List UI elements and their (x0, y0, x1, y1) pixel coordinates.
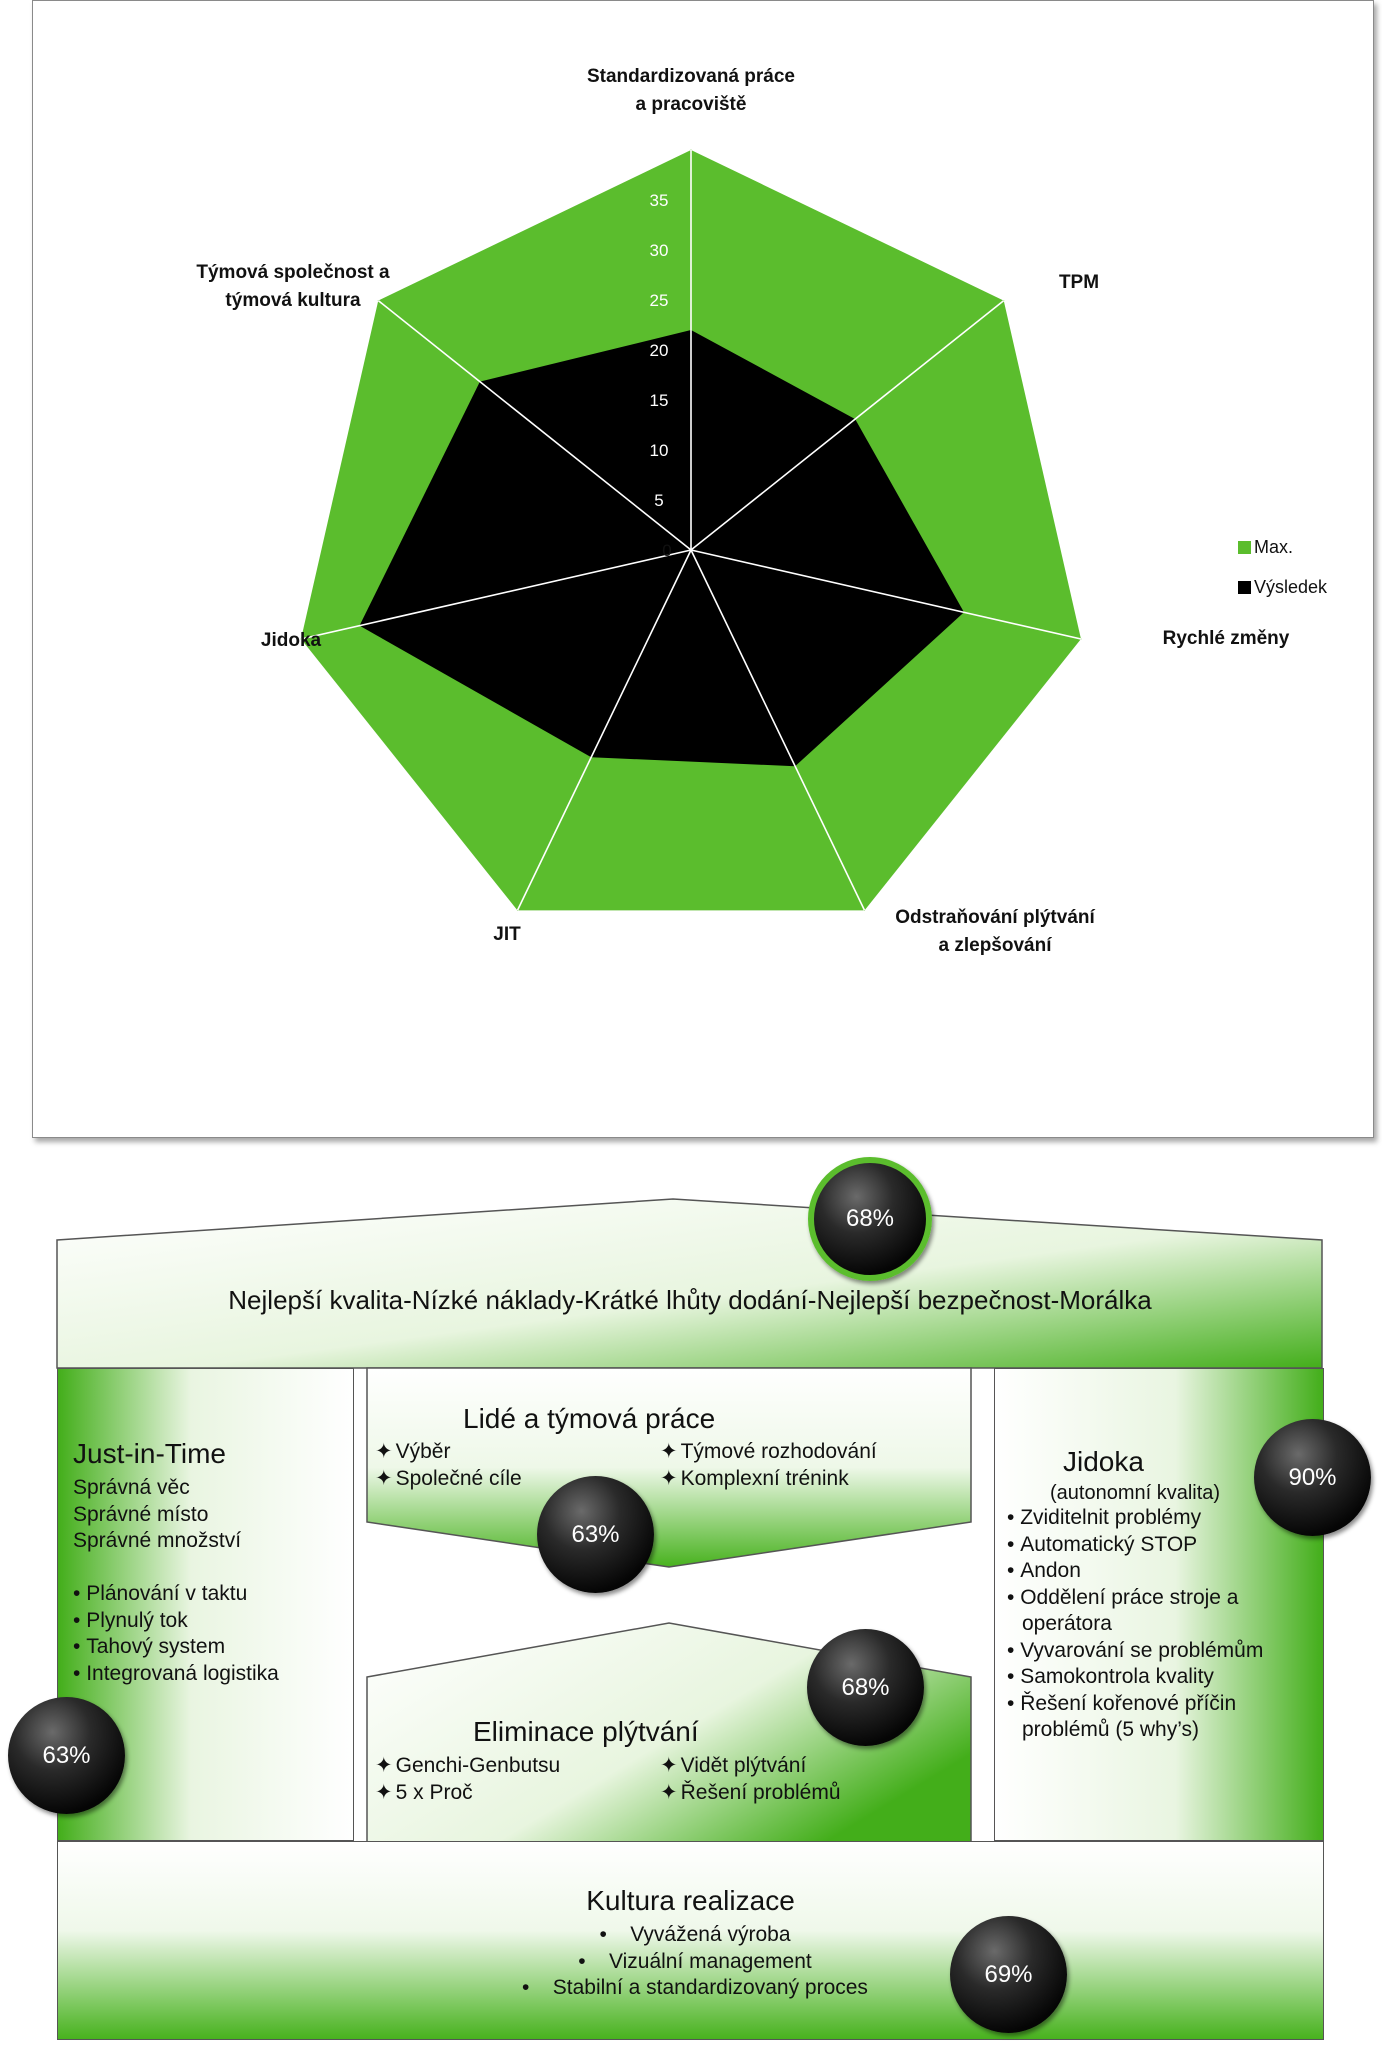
axis-label-line: TPM (1059, 272, 1099, 293)
list-item: • Samokontrola kvality (1007, 1665, 1214, 1688)
jidoka-title: Jidoka (1063, 1446, 1144, 1477)
legend-swatch (1238, 581, 1251, 594)
axis-label: TPM (1059, 272, 1099, 293)
list-item: Plánování v taktu (73, 1581, 279, 1608)
waste-score-badge: 68% (807, 1629, 924, 1746)
tick-labels: 0 5 10 15 20 25 30 35 (650, 191, 672, 560)
jidoka-bullets: • Zviditelnit problémy • Automatický STO… (1007, 1505, 1263, 1744)
tick-label: 5 (654, 491, 663, 510)
legend-label: Výsledek (1254, 577, 1328, 597)
list-item: • Zviditelnit problémy (1007, 1506, 1202, 1529)
spokes (300, 150, 1082, 911)
list-item: • Vyvážená výroba (599, 1923, 791, 1946)
roof-score-badge: 68% (808, 1157, 932, 1281)
list-item: Komplexní trénink (660, 1466, 877, 1493)
legend-label: Max. (1254, 537, 1293, 557)
people-left: Výběr Společné cíle (375, 1439, 522, 1492)
list-item: Plynulý tok (73, 1608, 279, 1635)
jit-line: Správné množství (73, 1529, 242, 1552)
culture-base (57, 1841, 1324, 2040)
legend: Max. Výsledek (1238, 537, 1328, 597)
jit-line: Správné místo (73, 1502, 209, 1526)
people-score-badge: 63% (537, 1476, 654, 1593)
tick-label: 35 (650, 191, 669, 210)
list-item: • Vyvarování se problémům (1007, 1638, 1264, 1662)
list-item: • Vizuální management (578, 1949, 812, 1973)
list-item: Týmové rozhodování (660, 1439, 877, 1466)
list-item: Společné cíle (375, 1466, 522, 1493)
people-title: Lidé a týmová práce (463, 1403, 716, 1434)
chart-panel: 0 5 10 15 20 25 30 35 Standardizovaná práce a pr… (32, 0, 1374, 1138)
jit-lines: Správná věc Správné místo Správné množst… (73, 1475, 241, 1555)
jidoka-score-badge: 90% (1254, 1419, 1371, 1536)
spoke (690, 299, 1005, 551)
axis-label-line: Rychlé změny (1163, 628, 1290, 649)
culture-bullets: • Vyvážená výroba • Vizuální management … (485, 1922, 905, 2002)
spoke (690, 549, 1082, 640)
waste-right: Vidět plýtvání Řešení problémů (660, 1753, 841, 1806)
roof-text: Nejlepší kvalita-Nízké náklady-Krátké lh… (228, 1285, 1152, 1315)
jit-bullets: Plánování v taktu Plynulý tok Tahový sys… (73, 1581, 279, 1687)
axis-label: Odstraňování plýtvání a zlepšování (895, 907, 1095, 956)
tick-label: 20 (650, 341, 669, 360)
axis-label: Standardizovaná práce a pracoviště (587, 66, 795, 115)
axis-label: Týmová společnost a týmová kultura (196, 262, 390, 311)
jidoka-subtitle: (autonomní kvalita) (1050, 1482, 1221, 1504)
list-item: Vidět plýtvání (660, 1753, 841, 1780)
list-item-cont: problémů (5 why’s) (1022, 1718, 1200, 1741)
list-item: • Automatický STOP (1007, 1532, 1198, 1556)
tick-label: 25 (650, 291, 669, 310)
radar-chart: 0 5 10 15 20 25 30 35 Standardizovaná práce a pr… (196, 66, 1328, 956)
axis-label-line: a zlepšování (939, 935, 1053, 956)
waste-left: Genchi-Genbutsu 5 x Proč (375, 1753, 561, 1807)
spoke (300, 549, 692, 640)
list-item: Integrovaná logistika (73, 1661, 279, 1688)
culture-score-badge: 69% (950, 1916, 1067, 2033)
jit-score-badge: 63% (8, 1697, 125, 1814)
list-item: • Stabilní a standardizovaný proces (522, 1976, 868, 1999)
people-right: Týmové rozhodování Komplexní trénink (660, 1439, 877, 1492)
axis-label: Jidoka (261, 630, 322, 651)
axis-label: Rychlé změny (1163, 628, 1290, 649)
jit-title: Just-in-Time (73, 1438, 226, 1469)
roof (56, 1198, 1323, 1369)
jit-line: Správná věc (73, 1476, 190, 1499)
tick-label: 0 (662, 541, 671, 560)
axis-label-line: Standardizovaná práce (587, 66, 795, 87)
list-item-cont: operátora (1022, 1612, 1112, 1635)
tick-label: 30 (650, 241, 669, 260)
spoke (690, 549, 866, 911)
list-item: 5 x Proč (375, 1780, 560, 1807)
axis-label-line: Odstraňování plýtvání (895, 907, 1095, 928)
list-item: Výběr (375, 1439, 522, 1466)
list-item: • Andon (1007, 1559, 1081, 1582)
waste-title: Eliminace plýtvání (473, 1716, 699, 1747)
axis-label-line: JIT (493, 924, 521, 945)
legend-swatch (1238, 541, 1251, 554)
axis-label: JIT (493, 924, 521, 945)
list-item: • Oddělení práce stroje a (1007, 1585, 1239, 1609)
list-item: Genchi-Genbutsu (375, 1753, 561, 1780)
axis-label-line: Jidoka (261, 630, 322, 651)
list-item: Řešení problémů (660, 1780, 841, 1807)
list-item: • Řešení kořenové příčin (1007, 1691, 1237, 1715)
tick-label: 10 (650, 441, 669, 460)
culture-title: Kultura realizace (586, 1885, 795, 1916)
axis-label-line: týmová kultura (225, 290, 361, 311)
series-area-1 (359, 330, 964, 767)
axis-label-line: a pracoviště (636, 94, 747, 115)
list-item: Tahový system (73, 1634, 279, 1661)
spoke (377, 299, 692, 551)
tick-label: 15 (650, 391, 669, 410)
spoke (516, 549, 692, 911)
axis-label-line: Týmová společnost a (196, 262, 390, 283)
